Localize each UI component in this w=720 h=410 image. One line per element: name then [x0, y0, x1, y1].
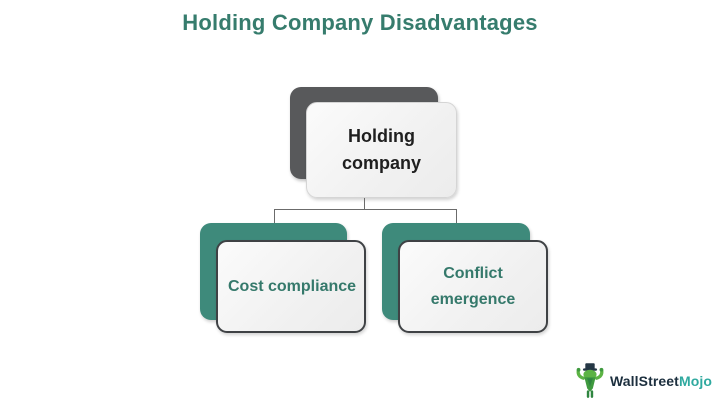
- brand-logo: WallStreetMojo: [575, 362, 712, 400]
- diagram-title: Holding Company Disadvantages: [182, 10, 538, 35]
- child-right-label: Conflict emergence: [430, 264, 516, 308]
- logo-wordmark: WallStreetMojo: [610, 373, 712, 389]
- connector-root-stub: [364, 198, 365, 209]
- child-left-box: Cost compliance: [216, 240, 366, 333]
- connector-drop-right: [456, 209, 457, 223]
- connector-drop-left: [274, 209, 275, 223]
- root-node-label: Holding company: [341, 126, 422, 173]
- bull-mascot-icon: [576, 363, 604, 398]
- child-left-label: Cost compliance: [228, 277, 357, 295]
- logo-text-accent: Mojo: [678, 373, 712, 389]
- child-right-box: Conflict emergence: [398, 240, 548, 333]
- root-node-box: Holding company: [306, 102, 457, 198]
- connector-horizontal: [274, 209, 457, 210]
- logo-text-primary: WallStreet: [609, 373, 679, 389]
